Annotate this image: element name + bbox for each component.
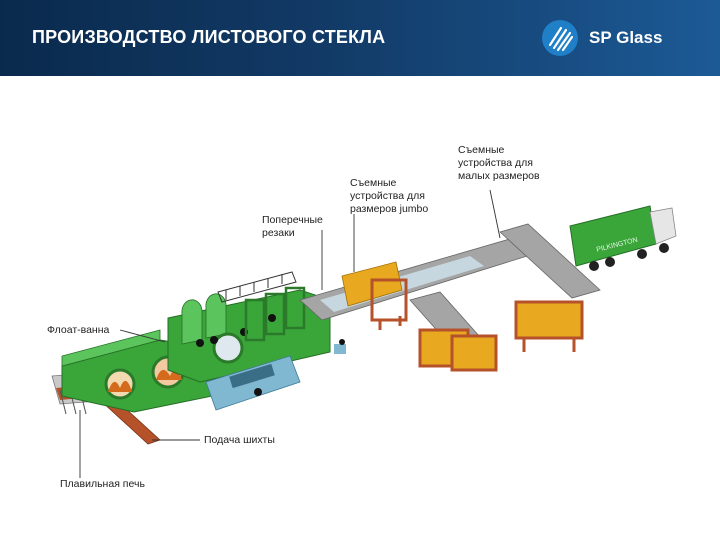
- label-small-unloaders: Съемные устройства для малых размеров: [458, 144, 540, 182]
- label-batch-feed: Подача шихты: [204, 434, 275, 446]
- header-bar: ПРОИЗВОДСТВО ЛИСТОВОГО СТЕКЛА SP Glass: [0, 0, 720, 76]
- leader-lines: [79, 189, 501, 478]
- float-glass-line-diagram: PILKINGTON Поперечные резаки Съемные уст…: [0, 76, 720, 540]
- label-melting-furnace: Плавильная печь: [60, 478, 145, 490]
- label-jumbo-unloaders: Съемные устройства для размеров jumbo: [350, 177, 429, 215]
- label-float-bath: Флоат-ванна: [47, 324, 110, 336]
- control-desk: [205, 355, 301, 411]
- sp-glass-logo: SP Glass: [541, 19, 681, 57]
- annealing-lehr: [244, 286, 306, 342]
- logo-text: SP Glass: [589, 28, 663, 47]
- gallery-railing: [217, 271, 297, 303]
- page-title: ПРОИЗВОДСТВО ЛИСТОВОГО СТЕКЛА: [32, 27, 386, 47]
- operator-figure: [334, 339, 346, 354]
- delivery-truck: PILKINGTON: [569, 205, 677, 271]
- jumbo-unloader: [341, 261, 408, 330]
- lower-branch-conveyor: [409, 291, 498, 372]
- production-line-illustration: PILKINGTON: [51, 189, 677, 478]
- sp-glass-stripes-icon: [542, 20, 578, 56]
- upper-branch-conveyor: [499, 223, 601, 352]
- label-cross-cutters: Поперечные резаки: [262, 214, 323, 239]
